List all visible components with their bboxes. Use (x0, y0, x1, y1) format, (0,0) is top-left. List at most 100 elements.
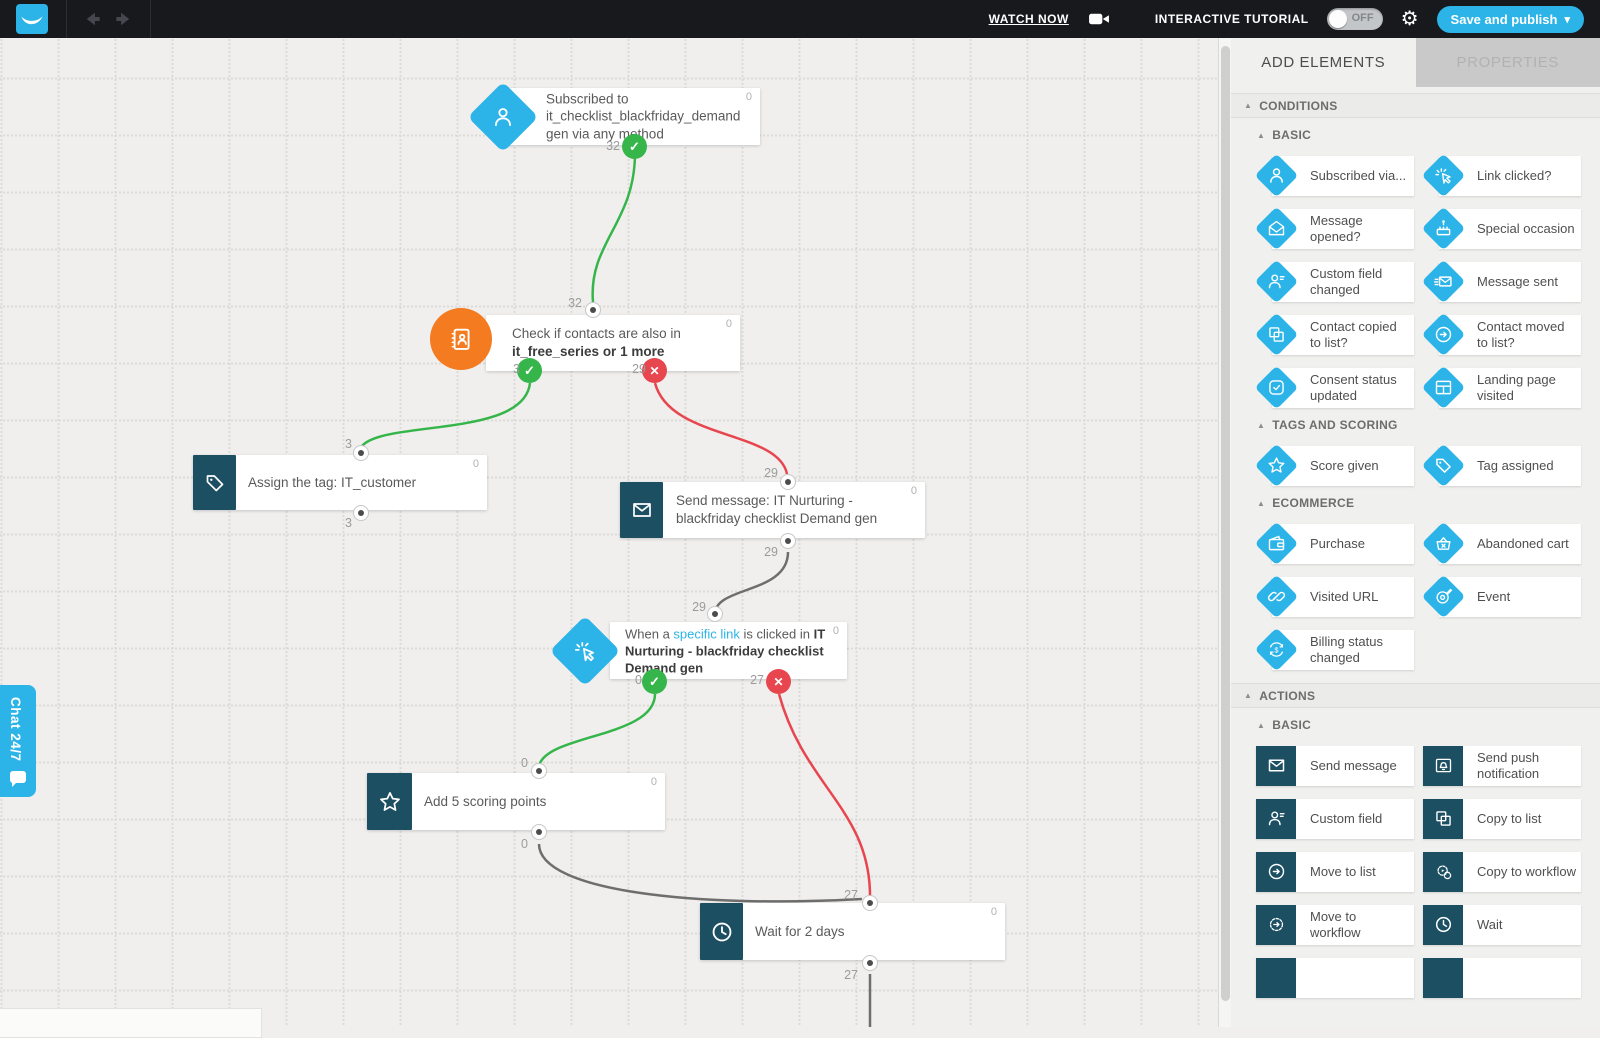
action-partial-tile[interactable] (1256, 958, 1414, 998)
element-abandoned-cart[interactable]: Abandoned cart (1423, 524, 1581, 564)
clock-icon (709, 919, 735, 945)
action-partial-tile[interactable] (1423, 958, 1581, 998)
click-icon (1433, 165, 1454, 186)
action-send-message[interactable]: Send message (1256, 746, 1414, 786)
success-handle[interactable] (622, 134, 647, 159)
output-port[interactable] (353, 505, 369, 521)
connection-count: 3 (322, 437, 352, 451)
input-port[interactable] (707, 606, 723, 622)
element-consent-status[interactable]: Consent status updated (1256, 368, 1414, 408)
output-port[interactable] (531, 824, 547, 840)
element-landing-page[interactable]: Landing page visited (1423, 368, 1581, 408)
section-actions[interactable]: ▲ACTIONS (1231, 683, 1600, 708)
element-message-sent[interactable]: Message sent (1423, 262, 1581, 302)
connection-count: 0 (498, 756, 528, 770)
section-conditions[interactable]: ▲CONDITIONS (1231, 93, 1600, 118)
action-wait[interactable]: Wait (1423, 905, 1581, 945)
check-lists-circle (430, 308, 492, 370)
divider (66, 0, 67, 38)
element-tag-assigned[interactable]: Tag assigned (1423, 446, 1581, 486)
sidebar-scrollbar (1218, 38, 1231, 1027)
input-port[interactable] (862, 895, 878, 911)
element-contact-moved[interactable]: Contact moved to list? (1423, 315, 1581, 355)
failure-handle[interactable] (766, 669, 791, 694)
element-contact-copied[interactable]: Contact copied to list? (1256, 315, 1414, 355)
tag-icon (1433, 455, 1454, 476)
chat-tab[interactable]: Chat 24/7 (0, 685, 36, 797)
section-conditions-basic[interactable]: ▲BASIC (1231, 124, 1600, 146)
person-edit-icon (1266, 271, 1287, 292)
tutorial-toggle[interactable]: OFF (1327, 8, 1383, 30)
node-send-message[interactable]: 0 Send message: IT Nurturing - blackfrid… (620, 482, 925, 538)
mail-icon (1266, 755, 1287, 776)
tab-properties[interactable]: PROPERTIES (1416, 38, 1600, 87)
node-badge-count: 0 (746, 91, 752, 103)
section-actions-basic[interactable]: ▲BASIC (1231, 714, 1600, 736)
section-ecommerce[interactable]: ▲ECOMMERCE (1231, 492, 1600, 514)
minimap-panel[interactable] (0, 1008, 262, 1038)
copy-icon (1266, 324, 1287, 345)
input-port[interactable] (531, 763, 547, 779)
video-camera-icon[interactable] (1087, 10, 1111, 28)
element-special-occasion[interactable]: Special occasion (1423, 209, 1581, 249)
move-arrow-icon (1266, 861, 1287, 882)
app-logo[interactable] (16, 4, 48, 34)
element-link-clicked[interactable]: Link clicked? (1423, 156, 1581, 196)
node-title: Assign the tag: IT_customer (248, 474, 475, 492)
input-port[interactable] (780, 474, 796, 490)
undo-button[interactable] (82, 9, 104, 29)
copy-icon (1433, 808, 1454, 829)
collapse-caret-icon: ▲ (1257, 131, 1265, 140)
element-score-given[interactable]: Score given (1256, 446, 1414, 486)
tag-tile (193, 455, 236, 510)
connector-success (362, 383, 530, 446)
output-port[interactable] (862, 955, 878, 971)
action-copy-to-workflow[interactable]: Copy to workflow (1423, 852, 1581, 892)
element-message-opened[interactable]: Message opened? (1256, 209, 1414, 249)
output-port[interactable] (780, 533, 796, 549)
action-custom-field[interactable]: Custom field (1256, 799, 1414, 839)
input-port[interactable] (353, 445, 369, 461)
settings-gear-icon[interactable]: ⚙ (1401, 9, 1419, 29)
workflow-canvas[interactable]: 0 Subscribed to it_checklist_blackfriday… (0, 38, 1218, 1027)
node-assign-tag[interactable]: 0 Assign the tag: IT_customer (193, 455, 487, 510)
node-wait[interactable]: 0 Wait for 2 days (700, 903, 1005, 960)
element-purchase[interactable]: Purchase (1256, 524, 1414, 564)
node-title: Add 5 scoring points (424, 793, 653, 811)
action-send-push[interactable]: Send push notification (1423, 746, 1581, 786)
connection-count: 32 (552, 296, 582, 310)
collapse-caret-icon: ▲ (1244, 691, 1252, 700)
section-tags-scoring[interactable]: ▲TAGS AND SCORING (1231, 414, 1600, 436)
action-copy-to-list[interactable]: Copy to list (1423, 799, 1581, 839)
element-subscribed-via[interactable]: Subscribed via... (1256, 156, 1414, 196)
success-handle[interactable] (517, 358, 542, 383)
node-link-clicked[interactable]: 0 When a specific link is clicked in IT … (610, 622, 847, 679)
gears-icon (1433, 861, 1454, 882)
specific-link-text[interactable]: specific link (673, 626, 739, 641)
connection-count: 29 (748, 545, 778, 559)
input-port[interactable] (585, 302, 601, 318)
tab-add-elements[interactable]: ADD ELEMENTS (1231, 38, 1416, 87)
gear-arrow-icon (1266, 914, 1287, 935)
action-move-to-workflow[interactable]: Move to workflow (1256, 905, 1414, 945)
element-custom-field-changed[interactable]: Custom field changed (1256, 262, 1414, 302)
watch-now-link[interactable]: WATCH NOW (989, 12, 1069, 26)
save-and-publish-button[interactable]: Save and publish (1437, 6, 1584, 33)
connection-count: 3 (490, 362, 520, 376)
node-badge-count: 0 (651, 776, 657, 788)
connector (715, 552, 788, 614)
link-chain-icon (1266, 586, 1287, 607)
action-move-to-list[interactable]: Move to list (1256, 852, 1414, 892)
tag-icon (203, 471, 227, 495)
redo-button[interactable] (112, 9, 134, 29)
connection-count: 27 (828, 968, 858, 982)
divider (150, 0, 151, 38)
connector (539, 844, 862, 901)
smile-logo-icon (18, 8, 46, 30)
scrollbar-thumb[interactable] (1221, 46, 1230, 1001)
success-handle[interactable] (642, 669, 667, 694)
node-title: Check if contacts are also in it_free_se… (512, 325, 722, 361)
element-event[interactable]: Event (1423, 577, 1581, 617)
element-billing-status[interactable]: Billing status changed (1256, 630, 1414, 670)
element-visited-url[interactable]: Visited URL (1256, 577, 1414, 617)
